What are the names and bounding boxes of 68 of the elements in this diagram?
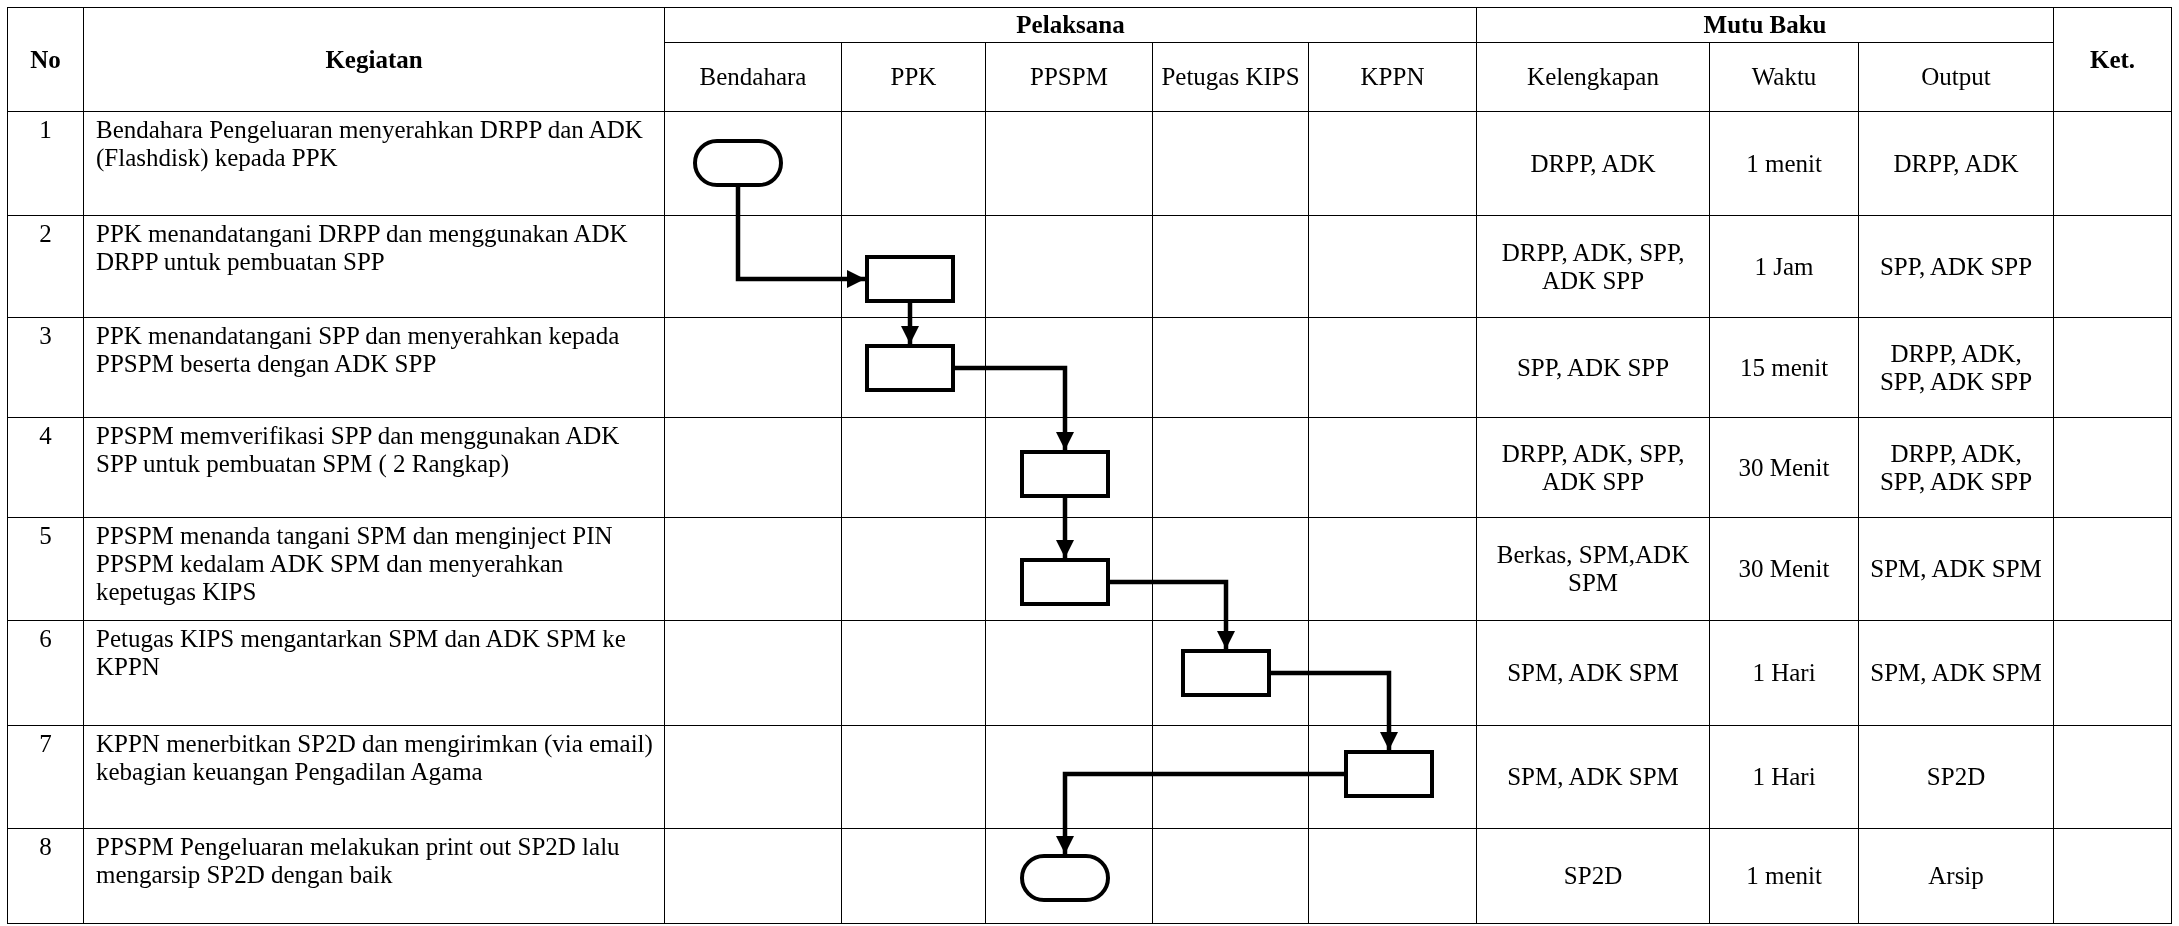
arrow [1056,498,1074,558]
step-number: 3 [39,322,52,349]
output-text: SP2D [1926,763,1986,790]
column-header: Waktu [1751,63,1817,90]
header-text: Pelaksana [1016,11,1125,38]
duration-text: 1 Hari [1752,659,1816,686]
column-header: Output [1921,63,1991,90]
step-number: 6 [39,625,52,652]
activity-text: KPPN menerbitkan SP2D dan mengirimkan (via email) kebagian keuangan Pengadilan Agama [96,730,653,785]
document-list: Berkas, SPM,ADK SPM [1496,541,1690,596]
duration-text: 15 menit [1739,353,1829,381]
process-box [1344,750,1434,798]
arrow [955,365,1074,450]
document-list: DRPP, ADK [1530,149,1656,177]
activity-text: Bendahara Pengeluaran menyerahkan DRPP dan ADK (Flashdisk) kepada PPK [96,116,643,171]
activity-text: PPSPM memverifikasi SPP dan menggunakan ADK SPP untuk pembuatan SPM ( 2 Rangkap) [96,422,620,477]
column-header: KPPN [1360,63,1425,90]
step-number: 7 [39,730,52,757]
output-text: SPP, ADK SPP [1879,252,2033,280]
terminator-shape [1020,854,1110,902]
header-text: No [30,45,61,73]
duration-text: 1 menit [1746,149,1822,177]
output-text: SPM, ADK SPM [1870,659,2042,686]
column-header: Kelengkapan [1527,63,1659,90]
document-list: SPM, ADK SPM [1507,763,1679,790]
activity-text: PPSPM Pengeluaran melakukan print out SP2D lalu mengarsip SP2D dengan baik [96,833,620,888]
document-list: SP2D [1563,862,1623,889]
output-text: DRPP, ADK, SPP, ADK SPP [1879,339,2033,395]
activity-text: PPSPM menanda tangani SPM dan menginject PIN PPSPM kedalam ADK SPM dan menyerahkan kepetugas KIPS [96,522,613,605]
column-header: Bendahara [699,63,807,90]
activity-text: Petugas KIPS mengantarkan SPM dan ADK SPM ke KPPN [96,625,626,680]
column-header: PPK [890,63,937,90]
arrow [1110,579,1235,649]
step-number: 2 [39,220,52,247]
output-text: SPM, ADK SPM [1870,555,2042,582]
process-box [1181,649,1271,697]
terminator-shape [693,139,783,187]
output-text: Arsip [1928,862,1984,889]
step-number: 1 [39,116,52,143]
arrow [1271,670,1398,750]
document-list: DRPP, ADK, SPP, ADK SPP [1501,439,1685,495]
document-list: SPP, ADK SPP [1516,353,1670,381]
process-box [1020,450,1110,498]
column-header: PPSPM [1030,63,1108,90]
output-text: DRPP, ADK [1893,149,2019,177]
duration-text: 30 Menit [1738,453,1830,481]
header-text: Mutu Baku [1703,11,1827,38]
column-header: Petugas KIPS [1161,63,1300,90]
arrow [901,303,919,344]
duration-text: 1 Jam [1754,252,1814,280]
step-number: 5 [39,522,52,549]
header-text: Kegiatan [325,45,423,73]
process-box [865,255,955,303]
duration-text: 1 menit [1746,862,1822,889]
duration-text: 30 Menit [1738,555,1830,582]
arrow [735,187,865,288]
arrow [1056,771,1344,854]
activity-text: PPK menandatangani SPP dan menyerahkan kepada PPSPM beserta dengan ADK SPP [96,322,620,377]
process-box [865,344,955,392]
duration-text: 1 Hari [1752,763,1816,790]
output-text: DRPP, ADK, SPP, ADK SPP [1879,439,2033,495]
step-number: 4 [39,422,52,449]
document-list: SPM, ADK SPM [1507,659,1679,686]
process-box [1020,558,1110,606]
step-number: 8 [39,833,52,860]
document-list: DRPP, ADK, SPP, ADK SPP [1501,238,1685,294]
activity-text: PPK menandatangani DRPP dan menggunakan ADK DRPP untuk pembuatan SPP [96,220,628,275]
header-text: Ket. [2090,45,2136,73]
